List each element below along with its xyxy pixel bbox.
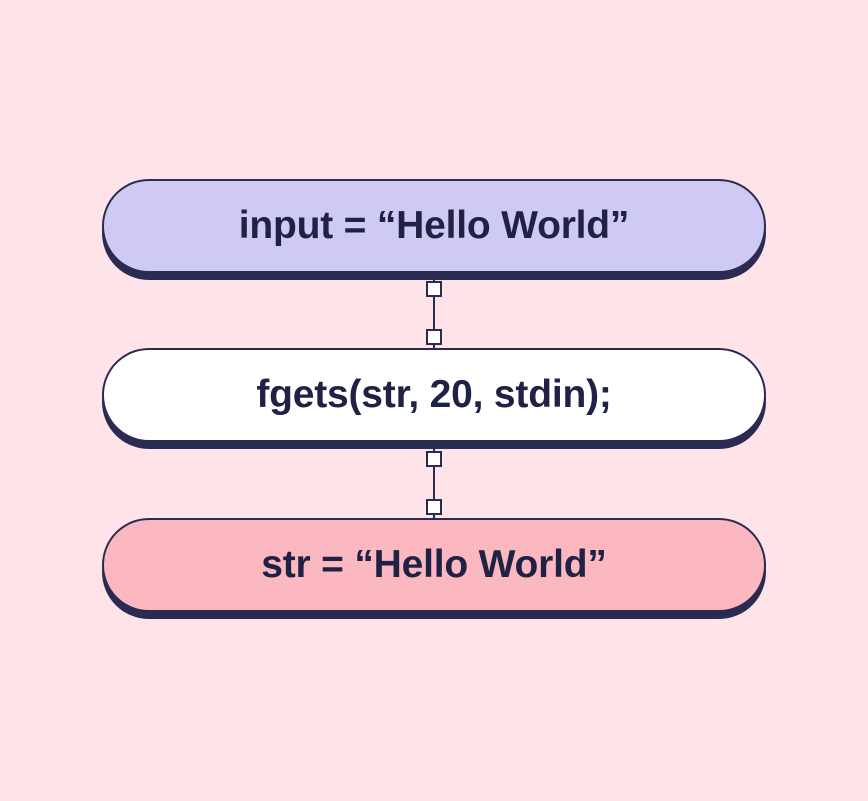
output-step: str = “Hello World”	[102, 518, 766, 612]
port-square-icon	[426, 281, 442, 297]
input-step: input = “Hello World”	[102, 179, 766, 273]
fgets-call-step: fgets(str, 20, stdin);	[102, 348, 766, 442]
output-step-label: str = “Hello World”	[261, 543, 607, 586]
port-square-icon	[426, 499, 442, 515]
port-square-icon	[426, 451, 442, 467]
input-step-label: input = “Hello World”	[238, 204, 630, 247]
connector-call-to-output	[433, 449, 435, 519]
connector-input-to-call	[433, 280, 435, 348]
port-square-icon	[426, 329, 442, 345]
fgets-call-step-label: fgets(str, 20, stdin);	[256, 373, 612, 416]
